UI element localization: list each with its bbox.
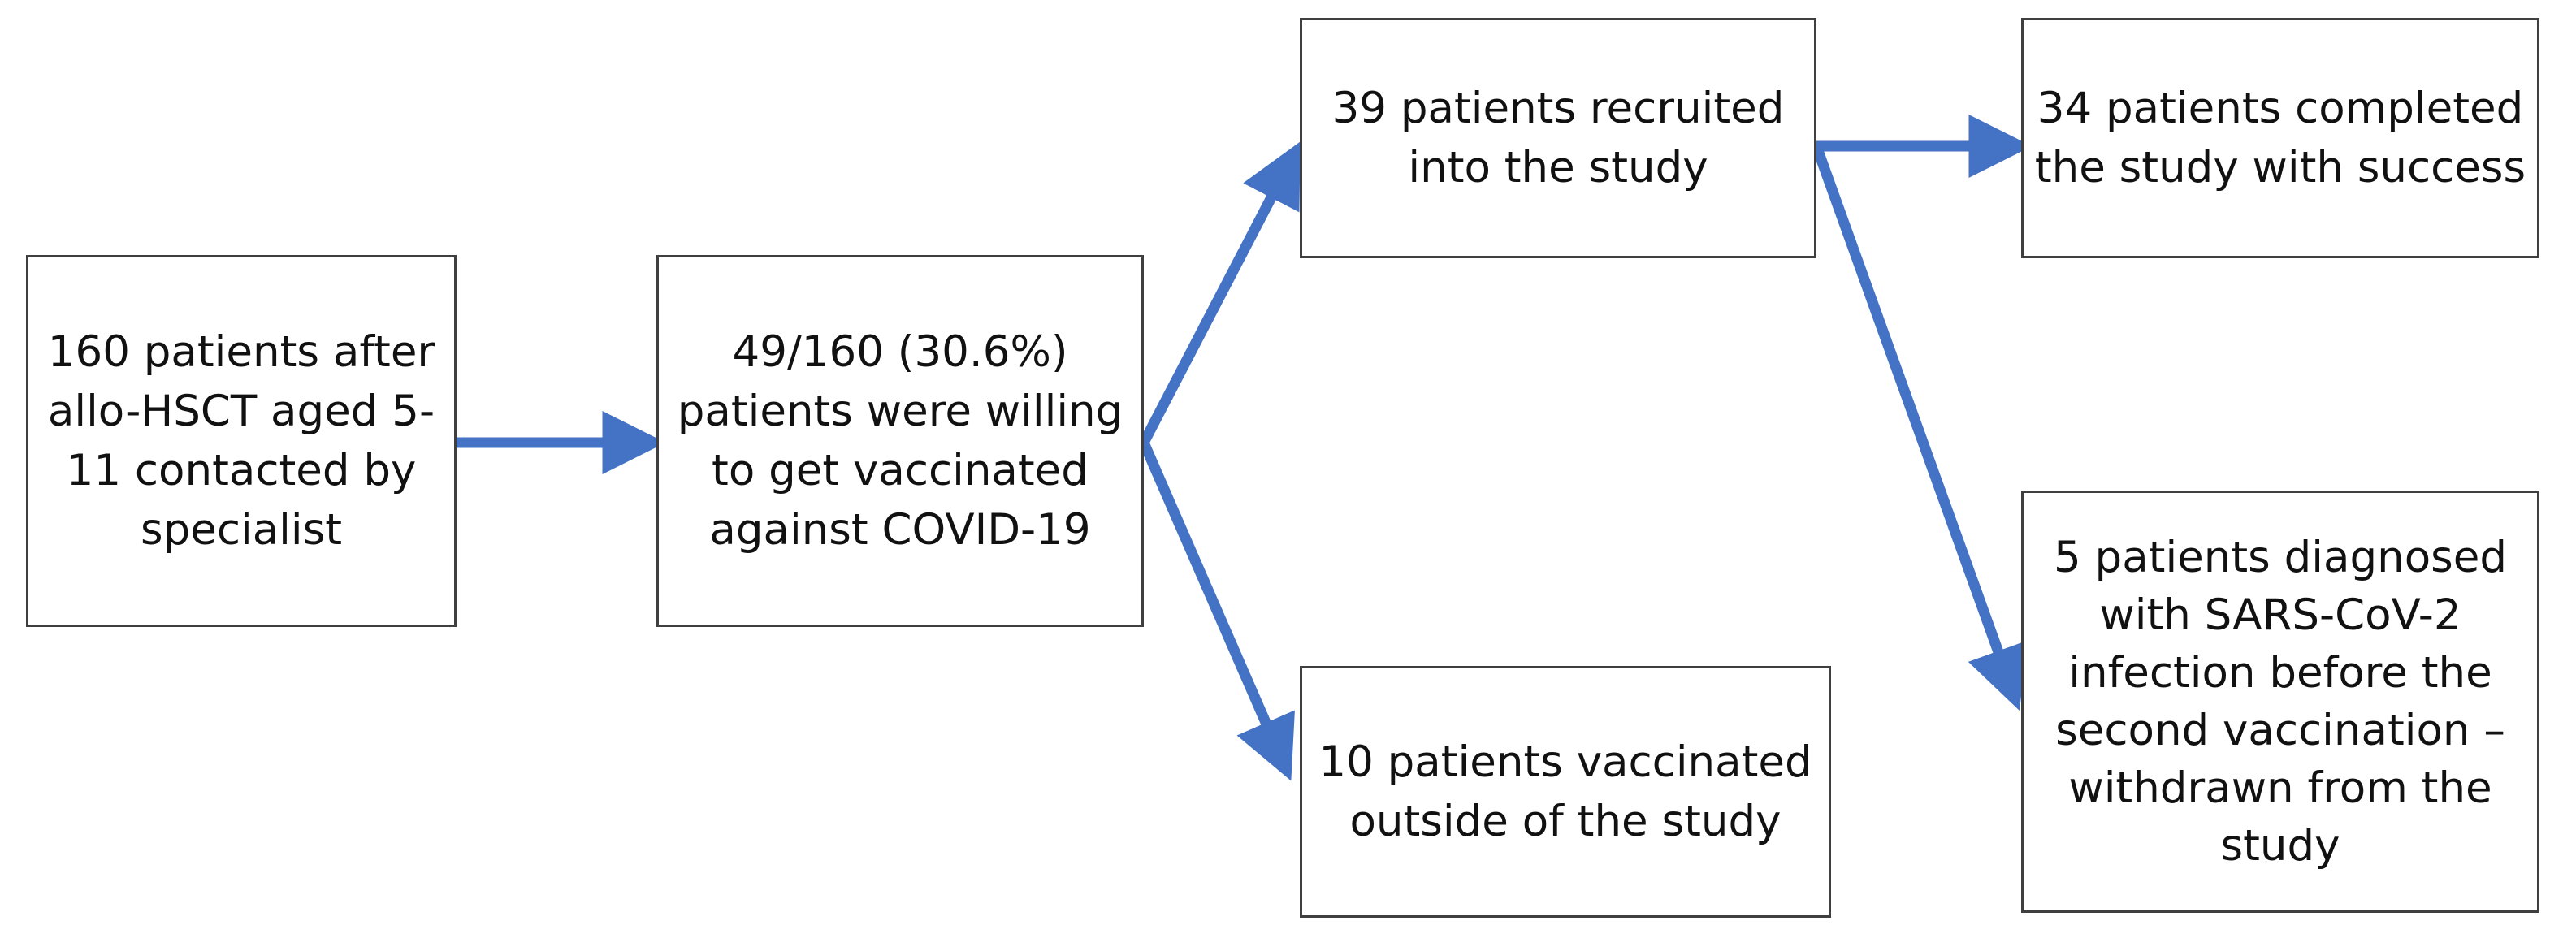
box-completed: 34 patients completed the study with suc… (2021, 18, 2539, 258)
box-recruited-text: 39 patients recruited into the study (1331, 84, 1785, 192)
box-withdrawn-text: 5 patients diagnosed with SARS-CoV-2 inf… (2053, 533, 2507, 871)
arrow-recruited-to-withdrawn (1811, 144, 2028, 711)
box-withdrawn: 5 patients diagnosed with SARS-CoV-2 inf… (2021, 491, 2539, 913)
box-willing-text: 49/160 (30.6%) patients were willing to … (677, 327, 1123, 555)
box-contacted-text: 160 patients after allo-HSCT aged 5-11 c… (47, 327, 435, 555)
box-outside: 10 patients vaccinated outside of the st… (1300, 666, 1831, 918)
box-completed-text: 34 patients completed the study with suc… (2034, 84, 2526, 192)
box-outside-text: 10 patients vaccinated outside of the st… (1318, 737, 1812, 846)
box-willing: 49/160 (30.6%) patients were willing to … (656, 255, 1144, 627)
arrow-willing-to-outside (1139, 440, 1295, 781)
arrow-willing-to-recruited (1139, 141, 1301, 445)
box-recruited: 39 patients recruited into the study (1300, 18, 1816, 258)
box-contacted: 160 patients after allo-HSCT aged 5-11 c… (26, 255, 457, 627)
